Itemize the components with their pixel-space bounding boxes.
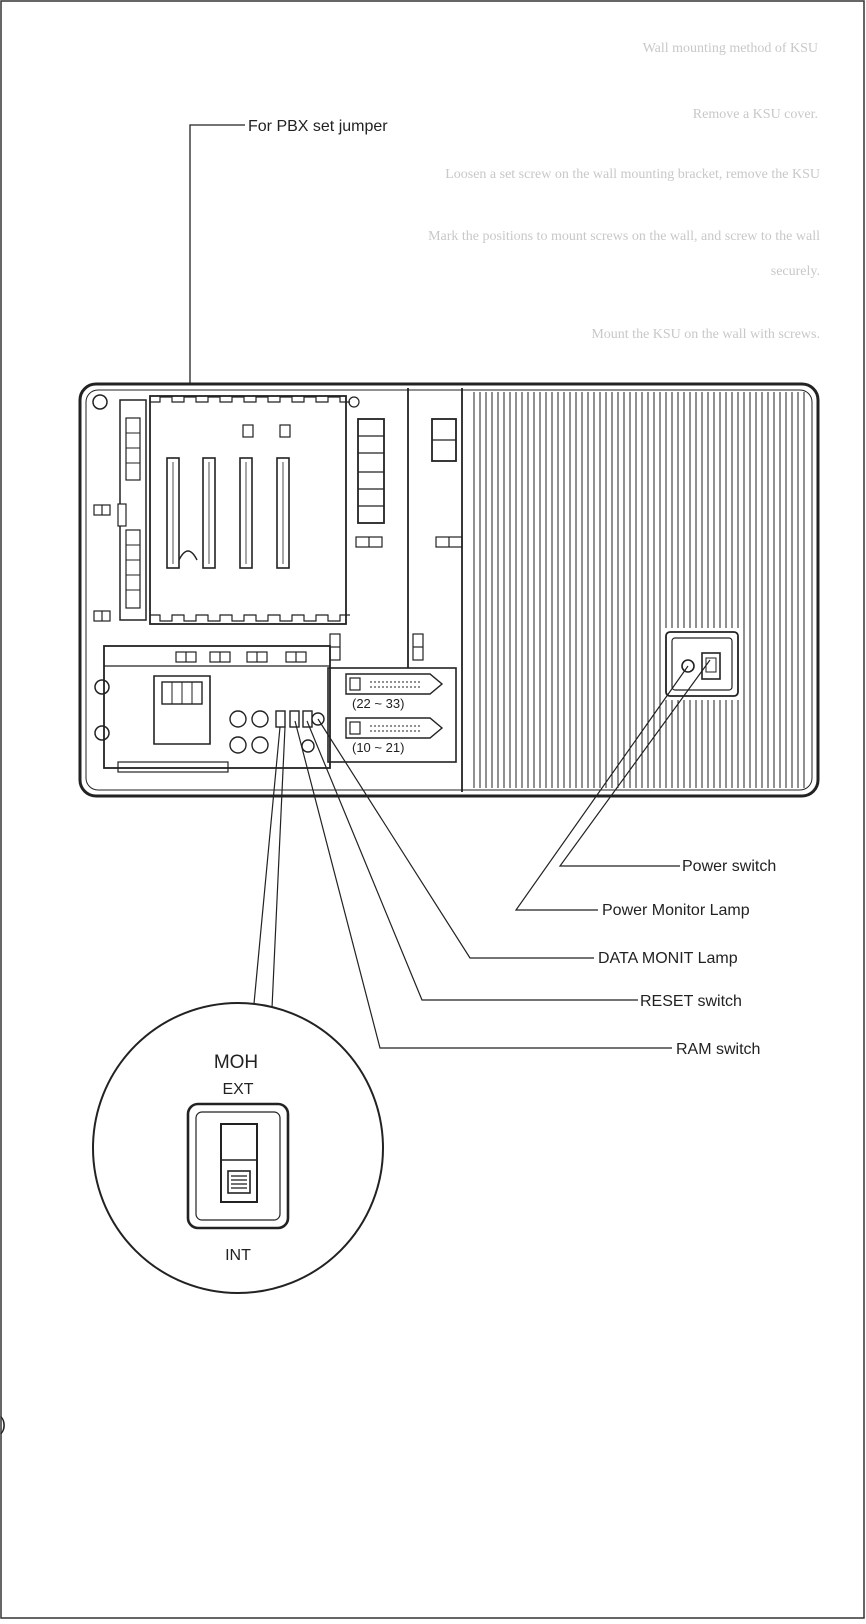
- control-board-chips: [175, 651, 307, 663]
- bleed-line-2: Remove a KSU cover.: [693, 107, 818, 122]
- mount-hole-top-mid: [348, 396, 360, 408]
- ram-leader: [294, 720, 672, 1049]
- jack-1: [229, 710, 247, 728]
- moh-zoom-line-1: [251, 726, 281, 1026]
- pbx-jumper: [178, 550, 198, 561]
- card-slots: [166, 457, 290, 569]
- bleed-line-3: Loosen a set screw on the wall mounting …: [445, 167, 820, 182]
- moh-int-label: INT: [225, 1247, 251, 1264]
- moh-switch[interactable]: [275, 710, 286, 728]
- moh-switch-knob[interactable]: [227, 1170, 251, 1194]
- ksu-outline: [78, 382, 820, 798]
- power-switch-leader: [558, 659, 711, 867]
- reset-leader: [306, 720, 638, 1001]
- relay-lines: [358, 435, 384, 507]
- bleed-through-text: Wall mounting method of KSU Remove a KSU…: [428, 41, 820, 342]
- leader-lines: [251, 659, 711, 1049]
- jack-4: [251, 736, 269, 754]
- jack-3: [229, 736, 247, 754]
- mount-hole-top-left: [92, 394, 108, 410]
- ram-indicator: [301, 739, 315, 753]
- mount-hole-left-2: [94, 725, 110, 741]
- power-switch-label: Power switch: [682, 858, 776, 875]
- bottom-edge-connector: [117, 761, 229, 773]
- bleed-line-5: securely.: [771, 264, 820, 279]
- card-cage-crenel-top: [150, 396, 350, 403]
- pbx-jumper-label: For PBX set jumper: [248, 118, 388, 135]
- left-connector-upper: [125, 417, 141, 481]
- connector-upper: [345, 673, 444, 695]
- power-monitor-label: Power Monitor Lamp: [602, 902, 750, 919]
- ksu-unit: (22 ~ 33) (10 ~ 21): [78, 382, 820, 798]
- moh-ext-label: EXT: [222, 1081, 253, 1098]
- jack-2: [251, 710, 269, 728]
- control-board: [103, 645, 331, 769]
- card-cage: [149, 395, 347, 625]
- small-chips: [93, 424, 463, 661]
- card-cage-crenel-bottom: [150, 614, 350, 622]
- relay-stack: [357, 418, 385, 524]
- data-monit-leader: [317, 718, 594, 959]
- reset-switch[interactable]: [302, 710, 313, 728]
- connector-lower: [345, 717, 444, 739]
- left-strip-tab: [117, 503, 127, 527]
- side-marker: ): [0, 1414, 6, 1434]
- connector-upper-range: (22 ~ 33): [352, 696, 404, 711]
- power-monitor-leader: [514, 665, 689, 911]
- ram-switch-label: RAM switch: [676, 1041, 760, 1058]
- mount-hole-left-1: [94, 679, 110, 695]
- connector-lower-range: (10 ~ 21): [352, 740, 404, 755]
- moh-zoom-line-2: [271, 726, 286, 1009]
- power-switch-panel: [665, 631, 739, 697]
- psu-fins: [473, 392, 805, 788]
- moh-inset: MOH EXT INT: [92, 1002, 384, 1294]
- left-connector-lower: [125, 529, 141, 609]
- ksu-inner-outline: [85, 389, 813, 791]
- reset-switch-label: RESET switch: [640, 993, 742, 1010]
- bleed-line-6: Mount the KSU on the wall with screws.: [591, 327, 820, 342]
- power-switch[interactable]: [701, 652, 721, 680]
- data-monit-label: DATA MONIT Lamp: [598, 950, 738, 967]
- bleed-line-4: Mark the positions to mount screws on th…: [428, 229, 820, 244]
- moh-title: MOH: [214, 1052, 258, 1073]
- bleed-line-1: Wall mounting method of KSU: [643, 41, 818, 56]
- ram-switch[interactable]: [289, 710, 300, 728]
